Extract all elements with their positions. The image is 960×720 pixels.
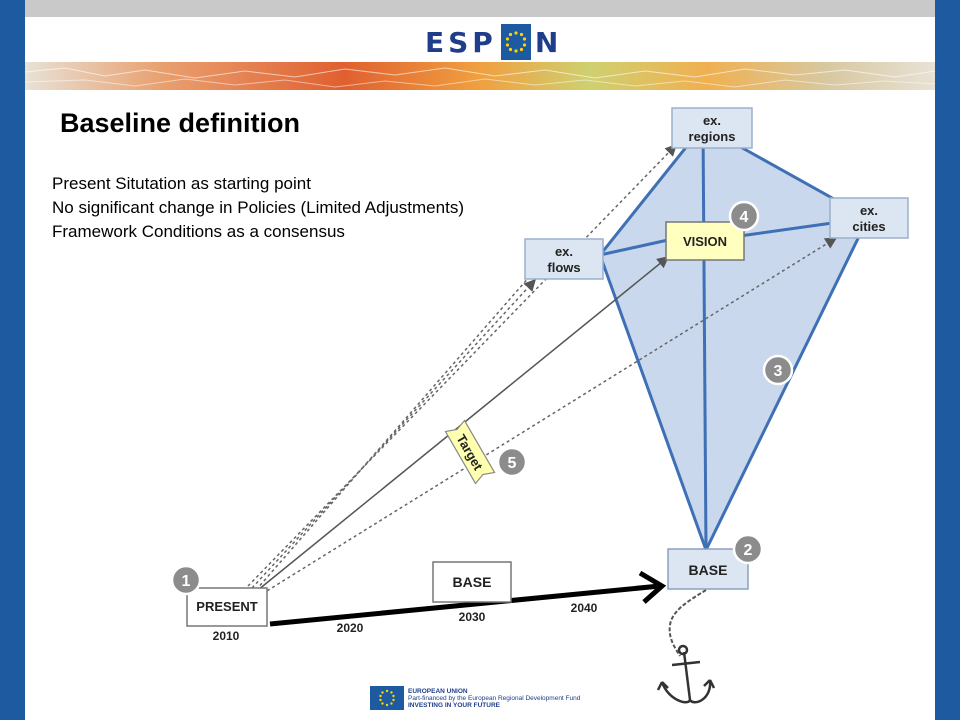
target-flag: Target: [444, 419, 496, 485]
vision-node: VISION: [665, 221, 745, 261]
bullet-item: No significant change in Policies (Limit…: [52, 198, 464, 217]
regions-label-line1: ex.: [703, 113, 721, 128]
kite-spine: [701, 125, 708, 551]
marker-4-label: 4: [740, 209, 749, 226]
marker-2: 2: [732, 533, 764, 565]
base-mid-node: BASE: [432, 561, 512, 603]
marker-4: 4: [728, 200, 760, 232]
footer-line: INVESTING IN YOUR FUTURE: [408, 701, 500, 709]
base-label: BASE: [689, 562, 728, 578]
present-node: PRESENT: [186, 587, 268, 627]
marker-5: 5: [496, 446, 528, 478]
timeline-arrowhead: [638, 570, 667, 604]
bullet-item: Framework Conditions as a consensus: [52, 222, 345, 241]
dashed-arrow-cities: [261, 237, 838, 595]
slide-title: Baseline definition: [60, 108, 301, 138]
right-side-bar: [935, 0, 960, 720]
cities-label-line2: cities: [852, 219, 885, 234]
flows-node: ex. flows: [524, 238, 604, 280]
marker-2-label: 2: [744, 542, 753, 559]
marker-3-label: 3: [774, 363, 783, 380]
timeline-arrow: [269, 583, 661, 627]
flows-label-line2: flows: [547, 260, 580, 275]
marker-5-label: 5: [508, 455, 517, 472]
year-label: 2030: [459, 610, 486, 624]
footer-line: Part-financed by the European Regional D…: [408, 694, 581, 702]
espon-logo: ESP N: [425, 22, 562, 62]
logo-text-right: N: [534, 25, 563, 59]
footer-line: EUROPEAN UNION: [408, 687, 468, 695]
cities-node: ex. cities: [829, 197, 909, 239]
anchor-chain: [668, 589, 707, 657]
eu-stars-icon: [500, 24, 531, 60]
eu-funding-footer: EUROPEAN UNION Part-financed by the Euro…: [370, 686, 580, 710]
base-mid-label: BASE: [453, 574, 492, 590]
vision-label: VISION: [683, 234, 727, 249]
regions-node: ex. regions: [671, 107, 753, 149]
present-label: PRESENT: [196, 599, 257, 614]
year-label: 2010: [213, 629, 240, 643]
header-band: [25, 17, 935, 62]
left-side-bar: [0, 0, 25, 720]
flows-label-line1: ex.: [555, 244, 573, 259]
kite-area: [598, 124, 870, 552]
eu-flag-icon: [370, 686, 404, 710]
anchor-icon: [656, 644, 716, 704]
cities-label-line1: ex.: [860, 203, 878, 218]
dashed-arrow-flows: [255, 275, 531, 591]
marker-1: 1: [170, 564, 202, 596]
year-label: 2020: [337, 621, 364, 635]
marker-3: 3: [762, 354, 794, 386]
bullet-item: Present Situtation as starting point: [52, 174, 311, 193]
footer-text: EUROPEAN UNION Part-financed by the Euro…: [408, 688, 580, 709]
year-label: 2040: [571, 601, 598, 615]
bullet-list: Present Situtation as starting point No …: [52, 172, 464, 244]
header-top-strip: [25, 0, 935, 17]
europe-map-band: [25, 62, 935, 90]
dashed-arrow-regions-inner: [251, 278, 537, 589]
dashed-arrow-regions-outer: [247, 143, 678, 587]
marker-1-label: 1: [182, 573, 191, 590]
logo-text-left: ESP: [425, 25, 497, 59]
regions-label-line2: regions: [689, 129, 736, 144]
kite-cross-left: [599, 238, 669, 257]
